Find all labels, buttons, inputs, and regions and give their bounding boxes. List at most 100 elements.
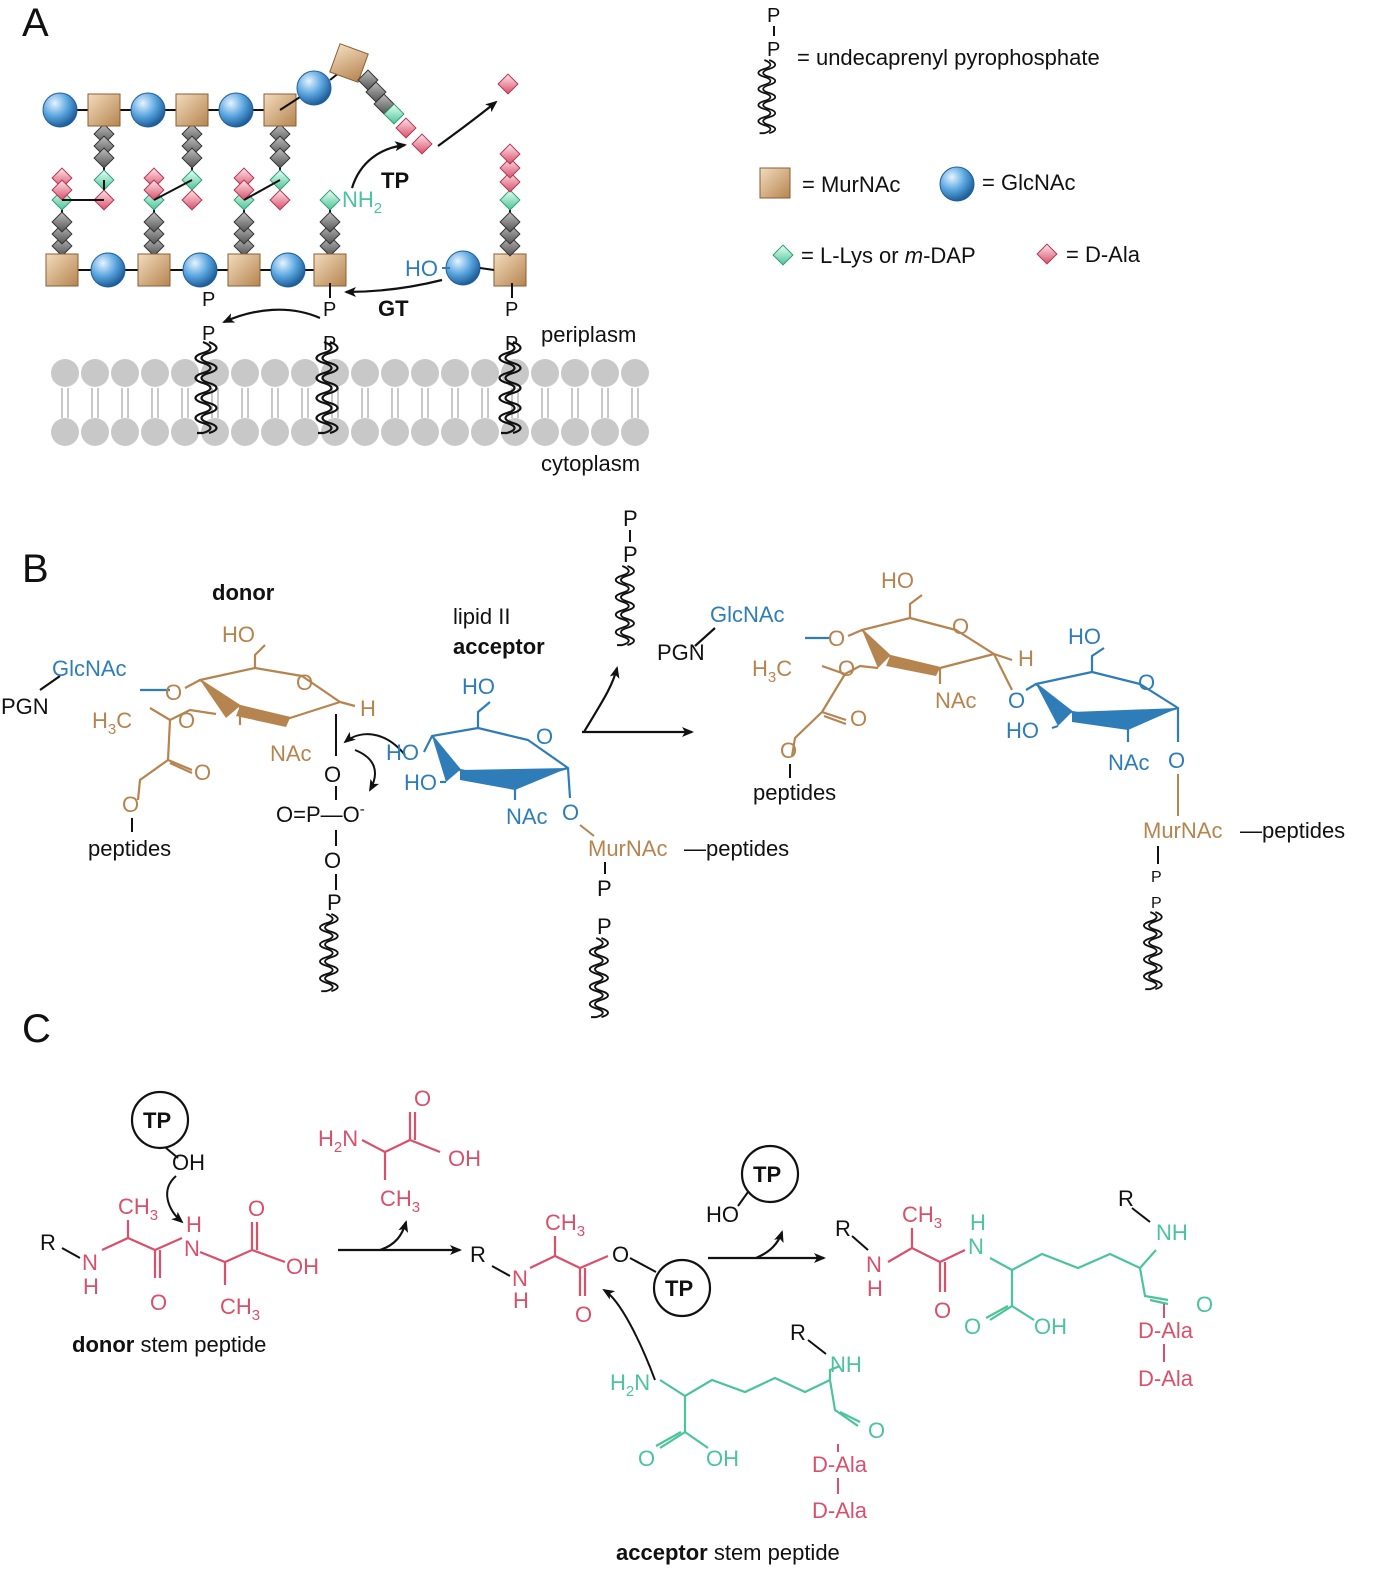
product-o-link: O <box>828 626 845 651</box>
donor-ring-o: O <box>296 670 313 695</box>
lys-diamond-icon <box>319 189 341 211</box>
phosphate-label: P <box>505 333 518 355</box>
lipid-wavy-chain-icon <box>1142 910 1163 991</box>
lipid-head-circle <box>621 418 649 446</box>
lipid-wavy-chain-icon <box>588 936 610 1019</box>
tp-hydroxyl-label: OH <box>172 1150 205 1175</box>
phosphate-label: P <box>323 299 336 321</box>
donor-ho-label: HO <box>222 622 255 647</box>
intermediate-n-label: N <box>512 1266 528 1291</box>
stem-amino-acid-diamond-icon <box>93 147 115 169</box>
tp-enzyme-label: TP <box>143 1108 171 1133</box>
gt-label: GT <box>378 296 409 321</box>
donor-glcnac-label: GlcNAc <box>52 656 127 681</box>
lipid-recycle-arrow <box>222 308 321 324</box>
acceptor-nac-label: NAc <box>506 804 548 829</box>
lipid-head-circle <box>471 418 499 446</box>
tp-ho-label: HO <box>706 1202 739 1227</box>
panel-b: B donor lipid II acceptor GlcNAc PGN O O… <box>1 506 1345 1019</box>
bond-line <box>243 179 281 201</box>
acceptor-caption: acceptor stem peptide <box>616 1540 840 1565</box>
product-peptides-label: peptides <box>753 780 836 805</box>
donor-carbonyl-o: O <box>150 1290 167 1315</box>
product-ether-o: O <box>838 656 855 681</box>
stem-amino-acid-diamond-icon <box>319 235 341 257</box>
stem-amino-acid-diamond-icon <box>269 135 291 157</box>
stem-amino-acid-diamond-icon <box>233 235 255 257</box>
product-pgn-label: PGN <box>657 640 705 665</box>
glcnac-circle-icon <box>270 252 306 288</box>
lipid-head-circle <box>561 418 589 446</box>
legend-pp-text: = undecaprenyl pyrophosphate <box>797 45 1100 70</box>
lipid-ii-label: lipid II <box>453 604 510 629</box>
lipid-bilayer-membrane <box>51 359 649 446</box>
stem-amino-acid-diamond-icon <box>181 147 203 169</box>
murnac-square-icon <box>227 253 261 287</box>
dala-diamond-icon <box>1036 243 1058 265</box>
legend-glcnac-text: = GlcNAc <box>982 170 1076 195</box>
dala-diamond-icon <box>233 179 255 201</box>
released-p-label: P <box>623 542 638 567</box>
amine-label: NH2 <box>342 187 382 217</box>
product-r-label: R <box>1118 1186 1134 1211</box>
stem-amino-acid-diamond-icon <box>269 147 291 169</box>
glcnac-circle-icon <box>939 166 975 202</box>
lipid-head-circle <box>51 359 79 387</box>
donor-h-label: H <box>360 696 376 721</box>
donor-pgn-label: PGN <box>1 694 49 719</box>
bond-line <box>479 267 495 271</box>
lipid-head-circle <box>351 359 379 387</box>
lipid-head-circle <box>171 418 199 446</box>
lipid-head-circle <box>531 359 559 387</box>
glcnac-circle-icon <box>182 252 218 288</box>
crosslinked-product-acceptor <box>985 1249 1169 1321</box>
lipid-head-circle <box>51 418 79 446</box>
stem-amino-acid-diamond-icon <box>93 123 115 145</box>
acceptor-carbonyl-o: O <box>868 1418 885 1443</box>
acceptor-glycosidic-o: O <box>562 800 579 825</box>
product-h-label: H <box>867 1276 883 1301</box>
lipid-head-circle <box>81 359 109 387</box>
lys-diamond-icon <box>499 189 521 211</box>
lipid-head-circle <box>231 359 259 387</box>
acceptor-attack-arrow <box>602 1288 656 1381</box>
donor-title: donor <box>212 580 275 605</box>
stem-amino-acid-diamond-icon <box>143 235 165 257</box>
intermediate-carbonyl-o: O <box>575 1302 592 1327</box>
murnac-square-icon <box>45 253 79 287</box>
cytoplasm-label: cytoplasm <box>541 451 640 476</box>
product-ch3-label: CH3 <box>902 1202 942 1232</box>
legend-dala-text: = D-Ala <box>1066 242 1141 267</box>
murnac-square-icon <box>137 253 171 287</box>
acceptor-acid-oh: OH <box>706 1446 739 1471</box>
periplasm-label: periplasm <box>541 322 636 347</box>
donor-peptides-label: peptides <box>88 836 171 861</box>
panel-c: C TP OH R N H CH3 H N O CH3 O OH donor s… <box>22 1007 1213 1565</box>
donor-pyrophosphate: O=P—O- <box>276 801 365 827</box>
product-carbonyl-o: O <box>934 1298 951 1323</box>
product-nac-label: NAc <box>935 688 977 713</box>
acceptor-title: acceptor <box>453 634 545 659</box>
product-h-label: H <box>1018 646 1034 671</box>
product-p-label: P <box>1151 895 1162 912</box>
stem-amino-acid-diamond-icon <box>93 135 115 157</box>
stem-amino-acid-diamond-icon <box>143 223 165 245</box>
donor-ether-o: O <box>178 708 195 733</box>
dala-diamond-icon <box>269 189 291 211</box>
tp-enzyme-circle <box>130 1090 190 1150</box>
glcnac-circle-icon <box>296 70 332 106</box>
lipid-head-circle <box>351 418 379 446</box>
acceptor-ho-lower: HO <box>404 770 437 795</box>
product-nh-right: NH <box>1156 1220 1188 1245</box>
acceptor-dala-1: D-Ala <box>812 1452 868 1477</box>
product-p-label: P <box>1151 869 1162 886</box>
stem-amino-acid-diamond-icon <box>51 235 73 257</box>
acceptor-ho-top: HO <box>462 674 495 699</box>
acceptor-murnac-label: MurNAc <box>588 836 667 861</box>
donor-murnac-ring <box>136 644 356 801</box>
donor-acid-o: O <box>248 1196 265 1221</box>
tp-enzyme-circle <box>740 1144 800 1204</box>
phosphate-label: P <box>202 289 215 311</box>
lipid-head-circle <box>141 418 169 446</box>
product-acid-o: O <box>964 1314 981 1339</box>
